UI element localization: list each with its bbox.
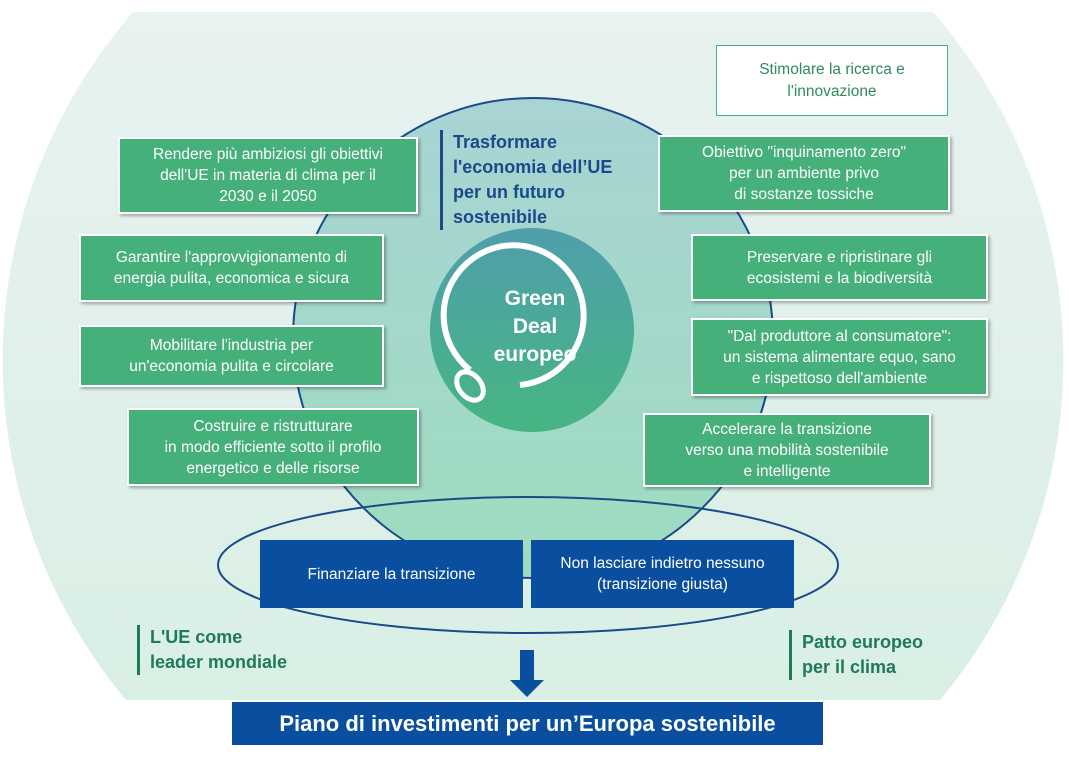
heading-line: per un futuro <box>453 182 565 202</box>
box-line: Preservare e ripristinare gli <box>746 248 933 266</box>
center-line: europeo <box>493 343 577 366</box>
box-line: Costruire e ristrutturare <box>193 417 353 435</box>
box-line: Garantire l'approvvigionamento di <box>115 249 348 266</box>
box-line: Obiettivo "inquinamento zero" <box>701 144 906 161</box>
box-line: dell'UE in materia di clima per il <box>160 167 376 184</box>
center-line: Green <box>504 287 566 310</box>
box-line: "Dal produttore al consumatore": <box>727 327 952 345</box>
box-line: 2030 e il 2050 <box>219 188 317 205</box>
box-line: energetico e delle risorse <box>186 459 360 477</box>
goal-building: Costruire e ristrutturare in modo efficie… <box>127 408 419 486</box>
investment-plan-banner: Piano di investimenti per un’Europa sost… <box>232 702 823 745</box>
leaf-icon <box>454 369 486 403</box>
goal-climate-ambition: Rendere più ambiziosi gli obiettivi dell'… <box>118 137 418 214</box>
box-line: in modo efficiente sotto il profilo <box>164 438 382 456</box>
box-line: e rispettoso dell'ambiente <box>751 369 928 387</box>
leader-line: leader mondiale <box>150 652 288 672</box>
heading-line: Trasformare <box>453 132 558 152</box>
box-line: ecosistemi e la biodiversità <box>746 269 933 287</box>
box-line: l'innovazione <box>787 82 877 100</box>
center-line: Deal <box>512 315 558 338</box>
box-line: e intelligente <box>743 462 831 480</box>
just-transition-box: Non lasciare indietro nessuno (transizion… <box>531 540 794 608</box>
pact-line: Patto europeo <box>802 632 924 652</box>
goal-research: Stimolare la ricerca e l'innovazione <box>716 45 948 116</box>
box-line: un sistema alimentare equo, sano <box>723 348 956 366</box>
arrow-down-icon <box>520 650 534 680</box>
box-line: Finanziare la transizione <box>307 565 476 583</box>
box-line: Mobilitare l'industria per <box>149 337 314 354</box>
goal-mobility: Accelerare la transizione verso una mobil… <box>643 413 931 487</box>
climate-pact: Patto europeo per il clima <box>789 630 923 680</box>
finance-transition-box: Finanziare la transizione <box>260 540 523 608</box>
box-line: di sostanze tossiche <box>734 186 874 203</box>
transform-heading: Trasformare l'economia dell’UE per un fu… <box>440 130 612 230</box>
goal-biodiversity: Preservare e ripristinare gli ecosistemi … <box>691 234 988 301</box>
pact-line: per il clima <box>802 657 897 677</box>
ellipse-outline <box>217 496 839 634</box>
box-line: (transizione giusta) <box>597 576 728 593</box>
green-deal-title: Green Deal europeo <box>465 285 605 369</box>
goal-clean-energy: Garantire l'approvvigionamento di energia… <box>79 234 384 302</box>
ring-arrow <box>440 242 587 388</box>
eu-global-leader: L'UE come leader mondiale <box>137 625 287 675</box>
box-line: Stimolare la ricerca e <box>759 60 905 78</box>
box-line: Accelerare la transizione <box>702 420 872 438</box>
goal-zero-pollution: Obiettivo "inquinamento zero" per un ambi… <box>658 135 950 212</box>
goal-farm-to-fork: "Dal produttore al consumatore": un siste… <box>691 318 988 396</box>
box-line: verso una mobilità sostenibile <box>685 441 889 459</box>
leader-line: L'UE come <box>150 627 243 647</box>
arrow-head <box>510 680 544 697</box>
box-line: Rendere più ambiziosi gli obiettivi <box>152 146 384 163</box>
heading-line: l'economia dell’UE <box>453 157 613 177</box>
heading-line: sostenibile <box>453 207 548 227</box>
box-line: Non lasciare indietro nessuno <box>560 555 765 572</box>
box-line: energia pulita, economica e sicura <box>113 270 350 287</box>
goal-industry: Mobilitare l'industria per un'economia pu… <box>79 325 384 387</box>
box-line: un'economia pulita e circolare <box>129 358 334 375</box>
box-line: per un ambiente privo <box>729 165 879 182</box>
